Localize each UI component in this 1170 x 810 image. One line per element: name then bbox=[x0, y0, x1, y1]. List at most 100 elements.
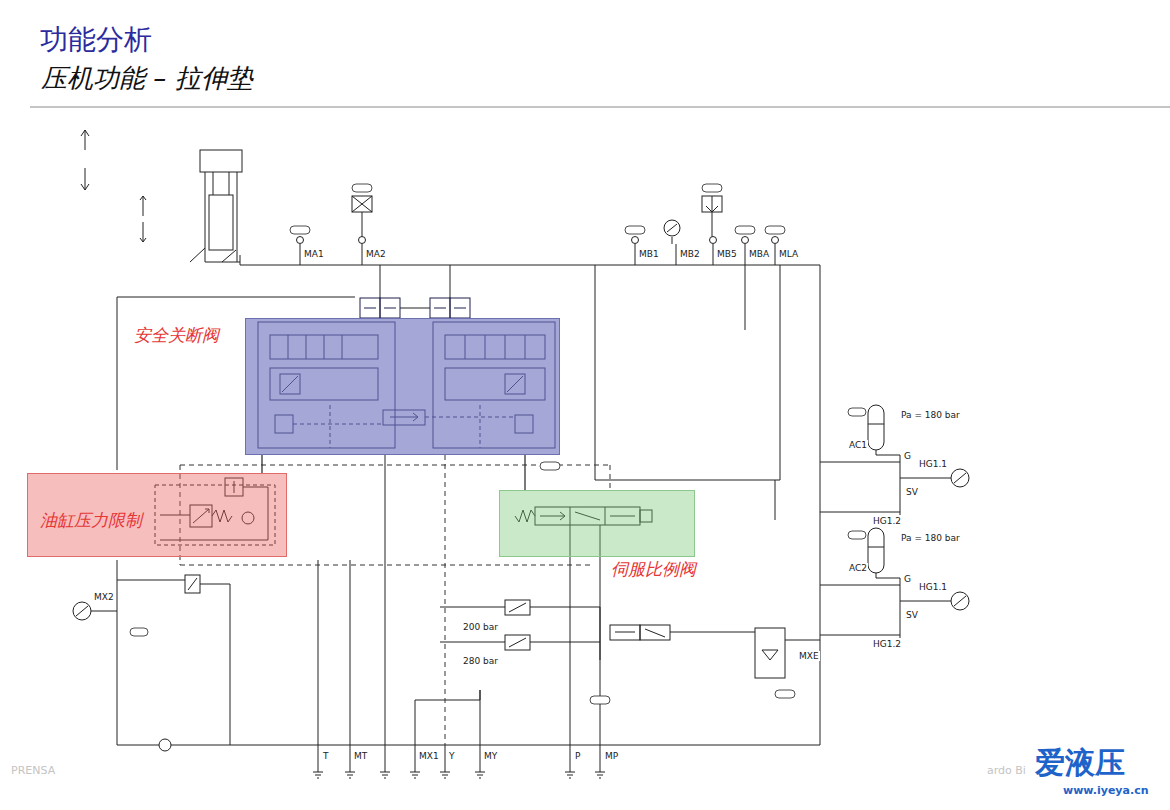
pressure-gauge bbox=[667, 224, 677, 232]
tank-symbol bbox=[313, 772, 323, 778]
cylinder-symbol bbox=[209, 195, 233, 250]
hydraulic-connector bbox=[524, 455, 525, 490]
pressure-line bbox=[415, 690, 480, 700]
component-name: HG1.2 bbox=[872, 639, 902, 649]
component-name: HG1.2 bbox=[872, 516, 902, 526]
pressure-gauge bbox=[76, 606, 88, 616]
pressure-line bbox=[300, 244, 775, 265]
cylinder-symbol bbox=[140, 196, 146, 242]
test-point bbox=[632, 237, 639, 244]
callout-bubble bbox=[130, 628, 148, 636]
port-name: T bbox=[322, 751, 330, 761]
tank-symbol bbox=[565, 772, 575, 778]
tank-symbol bbox=[313, 745, 605, 778]
tank-symbol bbox=[475, 772, 485, 778]
pressure-switch bbox=[352, 196, 372, 212]
region-servo-valve: 伺服比例阀 bbox=[499, 490, 695, 557]
port-name: MP bbox=[604, 751, 619, 761]
tank-symbol bbox=[440, 772, 450, 778]
pressure-gauge bbox=[954, 596, 966, 606]
accumulator-symbol bbox=[868, 547, 884, 548]
component-name: AC2 bbox=[848, 563, 868, 573]
callout-bubble bbox=[540, 462, 560, 470]
pressure-line bbox=[400, 308, 430, 309]
pressure-line bbox=[820, 450, 951, 515]
tank-symbol bbox=[595, 772, 605, 778]
port-name: MB1 bbox=[638, 249, 660, 259]
accumulator-symbol bbox=[159, 405, 884, 751]
pressure-relief-symbol bbox=[505, 635, 530, 650]
region-heading: 油缸压力限制 bbox=[40, 512, 142, 531]
region-heading: 伺服比例阀 bbox=[611, 561, 696, 580]
servo-valve-symbol bbox=[755, 628, 785, 678]
pressure-switch bbox=[352, 196, 722, 212]
pressure-note: Pa = 180 bar bbox=[900, 533, 961, 543]
pressure-gauge bbox=[954, 473, 966, 483]
callout-bubble bbox=[702, 184, 722, 192]
pressure-gauge bbox=[951, 469, 969, 487]
safety-valve-symbol bbox=[364, 308, 466, 309]
port-name: MX1 bbox=[418, 751, 440, 761]
port-name: MA2 bbox=[365, 249, 387, 259]
port-name: MLA bbox=[778, 249, 799, 259]
port-name: MX2 bbox=[93, 592, 115, 602]
port-name: SV bbox=[905, 487, 919, 497]
tank-symbol bbox=[380, 772, 390, 778]
subtitle: 压机功能 – 拉伸垫 bbox=[40, 64, 254, 94]
page-title: 功能分析 bbox=[40, 24, 152, 56]
pressure-relief-symbol bbox=[509, 638, 526, 647]
pressure-relief-symbol bbox=[188, 578, 197, 590]
component-name: AC1 bbox=[848, 440, 868, 450]
pressure-setting: 200 bar bbox=[462, 622, 499, 632]
cylinder-symbol bbox=[81, 130, 242, 262]
footer-watermark: PRENSA bbox=[10, 765, 56, 778]
port-name: MB2 bbox=[679, 249, 701, 259]
port-name: P bbox=[574, 751, 581, 761]
region-heading: 安全关断阀 bbox=[134, 327, 219, 346]
test-point bbox=[742, 237, 749, 244]
pressure-relief-symbol bbox=[509, 603, 526, 612]
region-pressure-limit: 油缸压力限制 bbox=[27, 473, 287, 557]
callout-bubble bbox=[352, 184, 372, 192]
port-name: MA1 bbox=[303, 249, 325, 259]
pressure-relief-symbol bbox=[505, 600, 530, 615]
accumulator-symbol bbox=[868, 528, 884, 573]
servo-valve-symbol bbox=[615, 629, 665, 637]
test-point bbox=[297, 237, 304, 244]
pressure-line bbox=[745, 265, 775, 520]
component-name: HG1.1 bbox=[918, 582, 948, 592]
callout-bubble bbox=[625, 226, 645, 234]
pressure-switch bbox=[352, 196, 372, 212]
pressure-line bbox=[595, 265, 780, 480]
callout-bubble bbox=[130, 184, 866, 704]
callout-bubble bbox=[775, 690, 795, 698]
pressure-line bbox=[380, 265, 450, 298]
component-name: HG1.1 bbox=[918, 459, 948, 469]
pressure-gauge bbox=[951, 592, 969, 610]
pressure-line bbox=[670, 632, 820, 640]
pressure-relief-symbol bbox=[185, 575, 200, 593]
pressure-switch bbox=[702, 196, 722, 212]
callout-bubble bbox=[848, 531, 866, 539]
cylinder-symbol bbox=[213, 172, 229, 195]
port-name: G bbox=[903, 451, 912, 461]
pressure-gauge bbox=[664, 220, 680, 236]
tank-symbol bbox=[318, 745, 600, 772]
logo-text: 爱液压 bbox=[1034, 746, 1126, 781]
callout-bubble bbox=[848, 408, 866, 416]
logo-url: www.iyeya.cn bbox=[1062, 785, 1150, 798]
port-name: G bbox=[903, 574, 912, 584]
port-name: MBA bbox=[748, 249, 770, 259]
pressure-line bbox=[820, 573, 951, 638]
pressure-switch bbox=[706, 196, 718, 212]
callout-bubble bbox=[590, 696, 610, 704]
port-name: Y bbox=[448, 751, 456, 761]
test-point bbox=[710, 237, 717, 244]
tank-symbol bbox=[345, 772, 355, 778]
callout-bubble bbox=[290, 226, 310, 234]
port-name: MY bbox=[483, 751, 498, 761]
